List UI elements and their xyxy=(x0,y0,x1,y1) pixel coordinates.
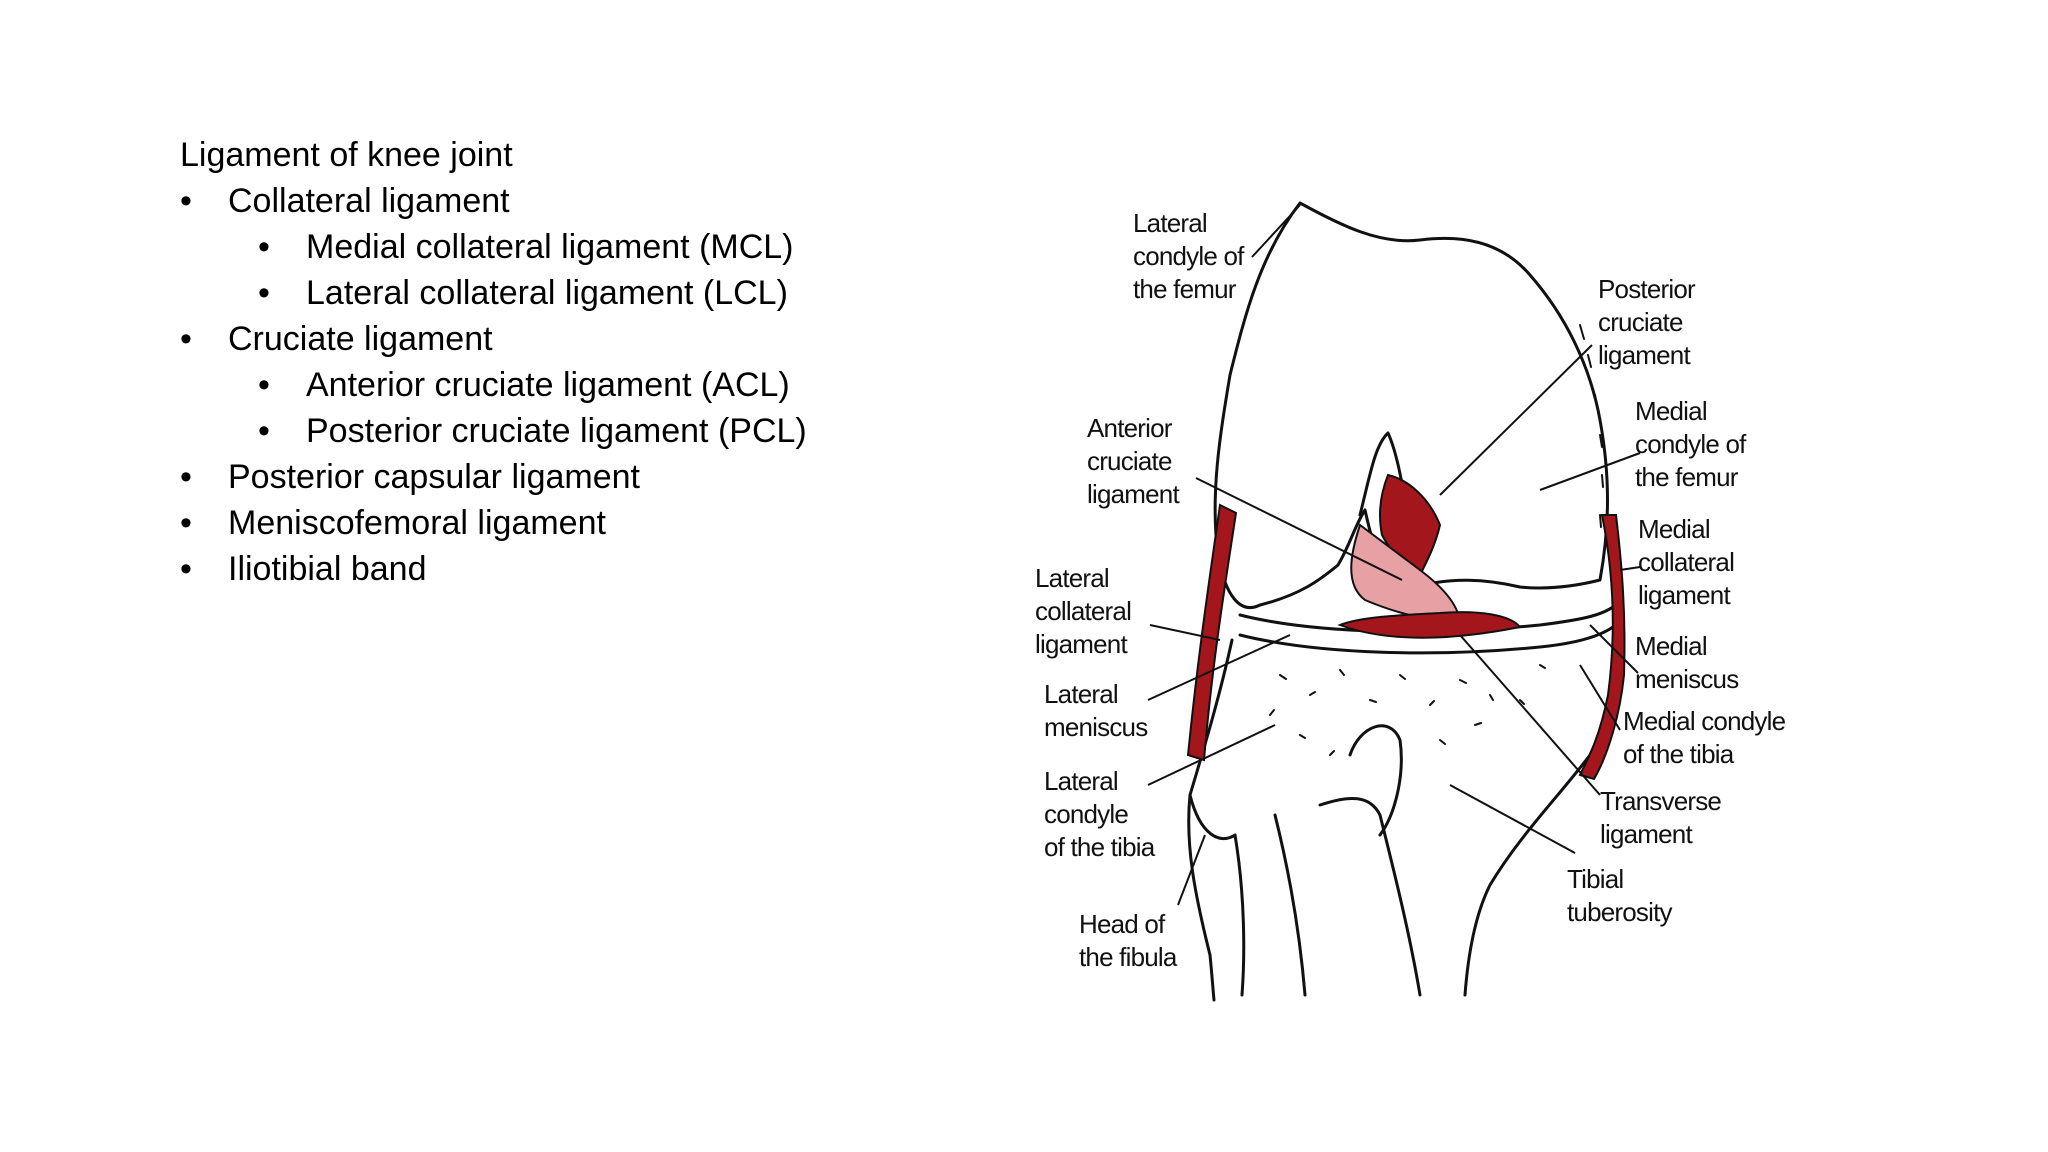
sub-bullet-item: Posterior cruciate ligament (PCL) xyxy=(258,408,807,454)
fibula-outline xyxy=(1188,793,1246,1002)
sub-bullet-label: Medial collateral ligament (MCL) xyxy=(306,228,794,266)
slide-title: Ligament of knee joint xyxy=(180,136,513,174)
medial-collateral-ligament xyxy=(1578,514,1626,781)
label-posterior-cruciate: Posterior cruciate ligament xyxy=(1598,274,1696,370)
label-lateral-meniscus: Lateral meniscus xyxy=(1044,679,1148,742)
bullet-label: Posterior capsular ligament xyxy=(228,458,640,496)
ligaments xyxy=(1186,473,1626,781)
sub-bullet-list: Medial collateral ligament (MCL) Lateral… xyxy=(180,224,807,316)
bullet-item: Posterior capsular ligament xyxy=(180,454,807,500)
sub-bullet-item: Medial collateral ligament (MCL) xyxy=(258,224,807,270)
sub-bullet-label: Lateral collateral ligament (LCL) xyxy=(306,274,788,312)
knee-illustration xyxy=(1147,201,1641,1002)
label-medial-collateral: Medial collateral ligament xyxy=(1638,514,1735,610)
lateral-collateral-ligament xyxy=(1186,503,1238,762)
sub-bullet-list: Anterior cruciate ligament (ACL) Posteri… xyxy=(180,362,807,454)
transverse-ligament xyxy=(1337,611,1522,639)
label-medial-condyle-tibia: Medial condyle of the tibia xyxy=(1623,706,1786,769)
label-lateral-collateral: Lateral collateral ligament xyxy=(1035,563,1132,659)
sub-bullet-item: Lateral collateral ligament (LCL) xyxy=(258,270,807,316)
label-transverse-ligament: Transverse ligament xyxy=(1600,786,1722,849)
label-tibial-tuberosity: Tibial tuberosity xyxy=(1567,864,1673,927)
bullet-item: Meniscofemoral ligament xyxy=(180,500,807,546)
bullet-list: Collateral ligament Medial collateral li… xyxy=(180,178,807,592)
sub-bullet-item: Anterior cruciate ligament (ACL) xyxy=(258,362,807,408)
slide-text: Ligament of knee joint Collateral ligame… xyxy=(180,132,807,592)
sub-bullet-label: Anterior cruciate ligament (ACL) xyxy=(306,366,790,404)
label-medial-condyle-femur: Medial condyle of the femur xyxy=(1635,396,1746,492)
label-medial-meniscus: Medial meniscus xyxy=(1635,631,1739,694)
bullet-label: Iliotibial band xyxy=(228,550,427,588)
tibia-outline xyxy=(1187,623,1620,997)
tibia-shaft xyxy=(1273,796,1422,997)
bone-stipple xyxy=(1269,324,1604,756)
label-lateral-condyle-tibia: Lateral condyle of the tibia xyxy=(1044,766,1155,862)
bullet-label: Meniscofemoral ligament xyxy=(228,504,606,542)
label-anterior-cruciate: Anterior cruciate ligament xyxy=(1087,413,1180,509)
bullet-item: Iliotibial band xyxy=(180,546,807,592)
sub-bullet-group: Anterior cruciate ligament (ACL) Posteri… xyxy=(180,362,807,454)
bullet-item: Cruciate ligament xyxy=(180,316,807,362)
sub-bullet-label: Posterior cruciate ligament (PCL) xyxy=(306,412,807,450)
leader-lines xyxy=(1147,204,1641,906)
bullet-label: Cruciate ligament xyxy=(228,320,493,358)
label-head-fibula: Head of the fibula xyxy=(1079,909,1177,972)
knee-diagram: Lateral condyle of the femur Posterior c… xyxy=(1020,195,1840,1010)
sub-bullet-group: Medial collateral ligament (MCL) Lateral… xyxy=(180,224,807,316)
bullet-label: Collateral ligament xyxy=(228,182,510,220)
bullet-item: Collateral ligament xyxy=(180,178,807,224)
tuberosity-outline xyxy=(1348,724,1403,837)
label-lateral-condyle-femur: Lateral condyle of the femur xyxy=(1133,208,1244,304)
